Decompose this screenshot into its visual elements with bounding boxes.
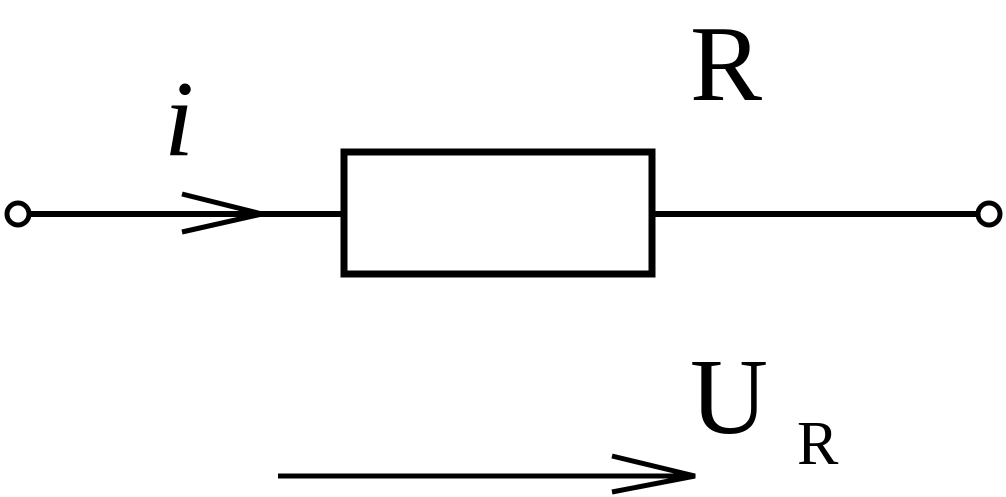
current-arrow-head xyxy=(181,191,263,235)
voltage-arrow-head xyxy=(611,453,696,495)
voltage-subscript: R xyxy=(797,410,839,478)
resistor-body xyxy=(340,148,656,278)
left-terminal xyxy=(4,200,32,228)
resistor-label: R xyxy=(690,5,762,124)
right-terminal xyxy=(975,200,1003,228)
current-label: i xyxy=(164,60,194,179)
voltage-label: U xyxy=(690,338,768,457)
